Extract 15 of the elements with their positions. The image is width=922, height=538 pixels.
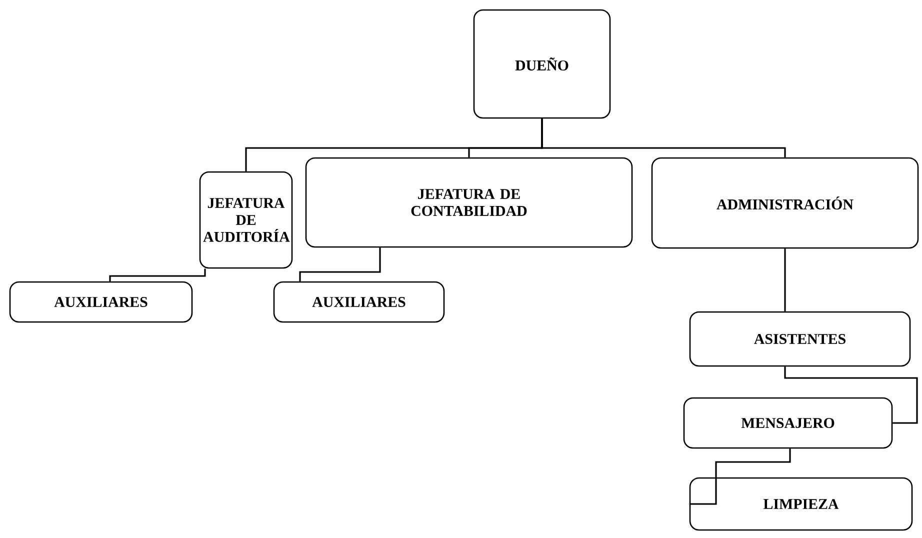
org-box: LIMPIEZA (689, 477, 913, 531)
org-box: MENSAJERO (683, 397, 893, 449)
org-box: AUXILIARES (9, 281, 193, 323)
org-box: DUEÑO (473, 9, 611, 119)
org-box: AUXILIARES (273, 281, 445, 323)
org-box: JEFATURA DE AUDITORÍA (199, 171, 293, 269)
org-box: ADMINISTRACIÓN (651, 157, 919, 249)
org-box: JEFATURA DE CONTABILIDAD (305, 157, 633, 248)
connector-line (541, 118, 786, 158)
org-box: ASISTENTES (689, 311, 911, 367)
connector-line (689, 448, 791, 505)
connector-line (784, 248, 786, 312)
connector-line (109, 268, 206, 282)
connector-line (299, 248, 381, 282)
connector-line (784, 366, 918, 424)
